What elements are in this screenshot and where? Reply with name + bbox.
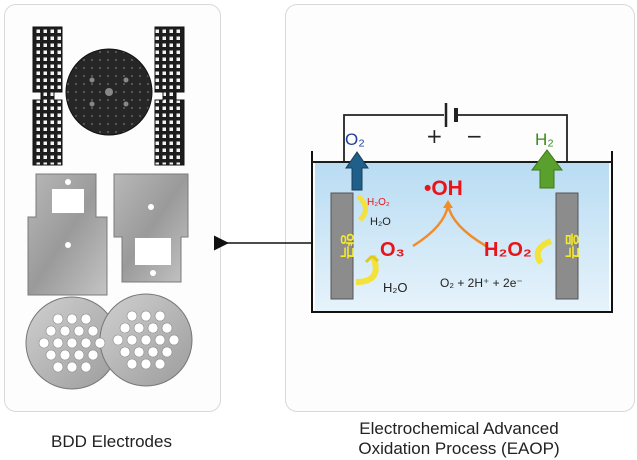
- plus-sign: +: [426, 124, 443, 148]
- mesh-electrodes-image: [32, 26, 185, 166]
- anode-curve-arrow-top: [356, 194, 368, 222]
- cathode-label: 음극: [563, 233, 579, 259]
- eaop-caption-line1: Electrochemical Advanced: [359, 419, 559, 438]
- cathode-reaction-label: O₂ + 2H⁺ + 2e⁻: [440, 276, 523, 290]
- perforated-disc-electrodes-image: [25, 293, 193, 390]
- ozone-label: O₃: [380, 239, 405, 261]
- minus-sign: −: [466, 124, 483, 148]
- anode-label: 양극: [338, 233, 354, 259]
- anode-electrode: [330, 192, 354, 300]
- o2-release-arrow: [345, 151, 369, 191]
- o2-gas-label: O₂: [345, 130, 365, 149]
- anode-curve-arrow-bottom: [355, 254, 379, 285]
- o3-to-oh-arrow: [412, 204, 450, 248]
- h2-gas-label: H₂: [535, 130, 554, 149]
- cathode-electrode: [555, 192, 579, 300]
- h2-release-arrow: [531, 149, 563, 189]
- eaop-caption-line2: Oxidation Process (EAOP): [358, 439, 560, 458]
- h2o2-label: H₂O₂: [484, 239, 532, 261]
- water-label: H₂O: [383, 280, 408, 295]
- eaop-caption: Electrochemical Advanced Oxidation Proce…: [285, 419, 633, 459]
- bdd-electrodes-caption: BDD Electrodes: [51, 432, 172, 451]
- h2o2-to-oh-arrow: [446, 204, 487, 248]
- plate-electrodes-image: [27, 173, 189, 296]
- tank-outline: [311, 151, 613, 313]
- small-h2o-label: H₂O: [370, 216, 391, 228]
- small-h2o2-label: H₂O₂: [367, 197, 390, 208]
- oh-radical-label: •OH: [424, 177, 463, 200]
- cathode-curve-arrow: [534, 238, 553, 265]
- eaop-cell-diagram: + − O₂ H₂ 양극 음극 H₂O₂ H₂O •OH O₃ H₂O₂ H₂O…: [311, 103, 613, 313]
